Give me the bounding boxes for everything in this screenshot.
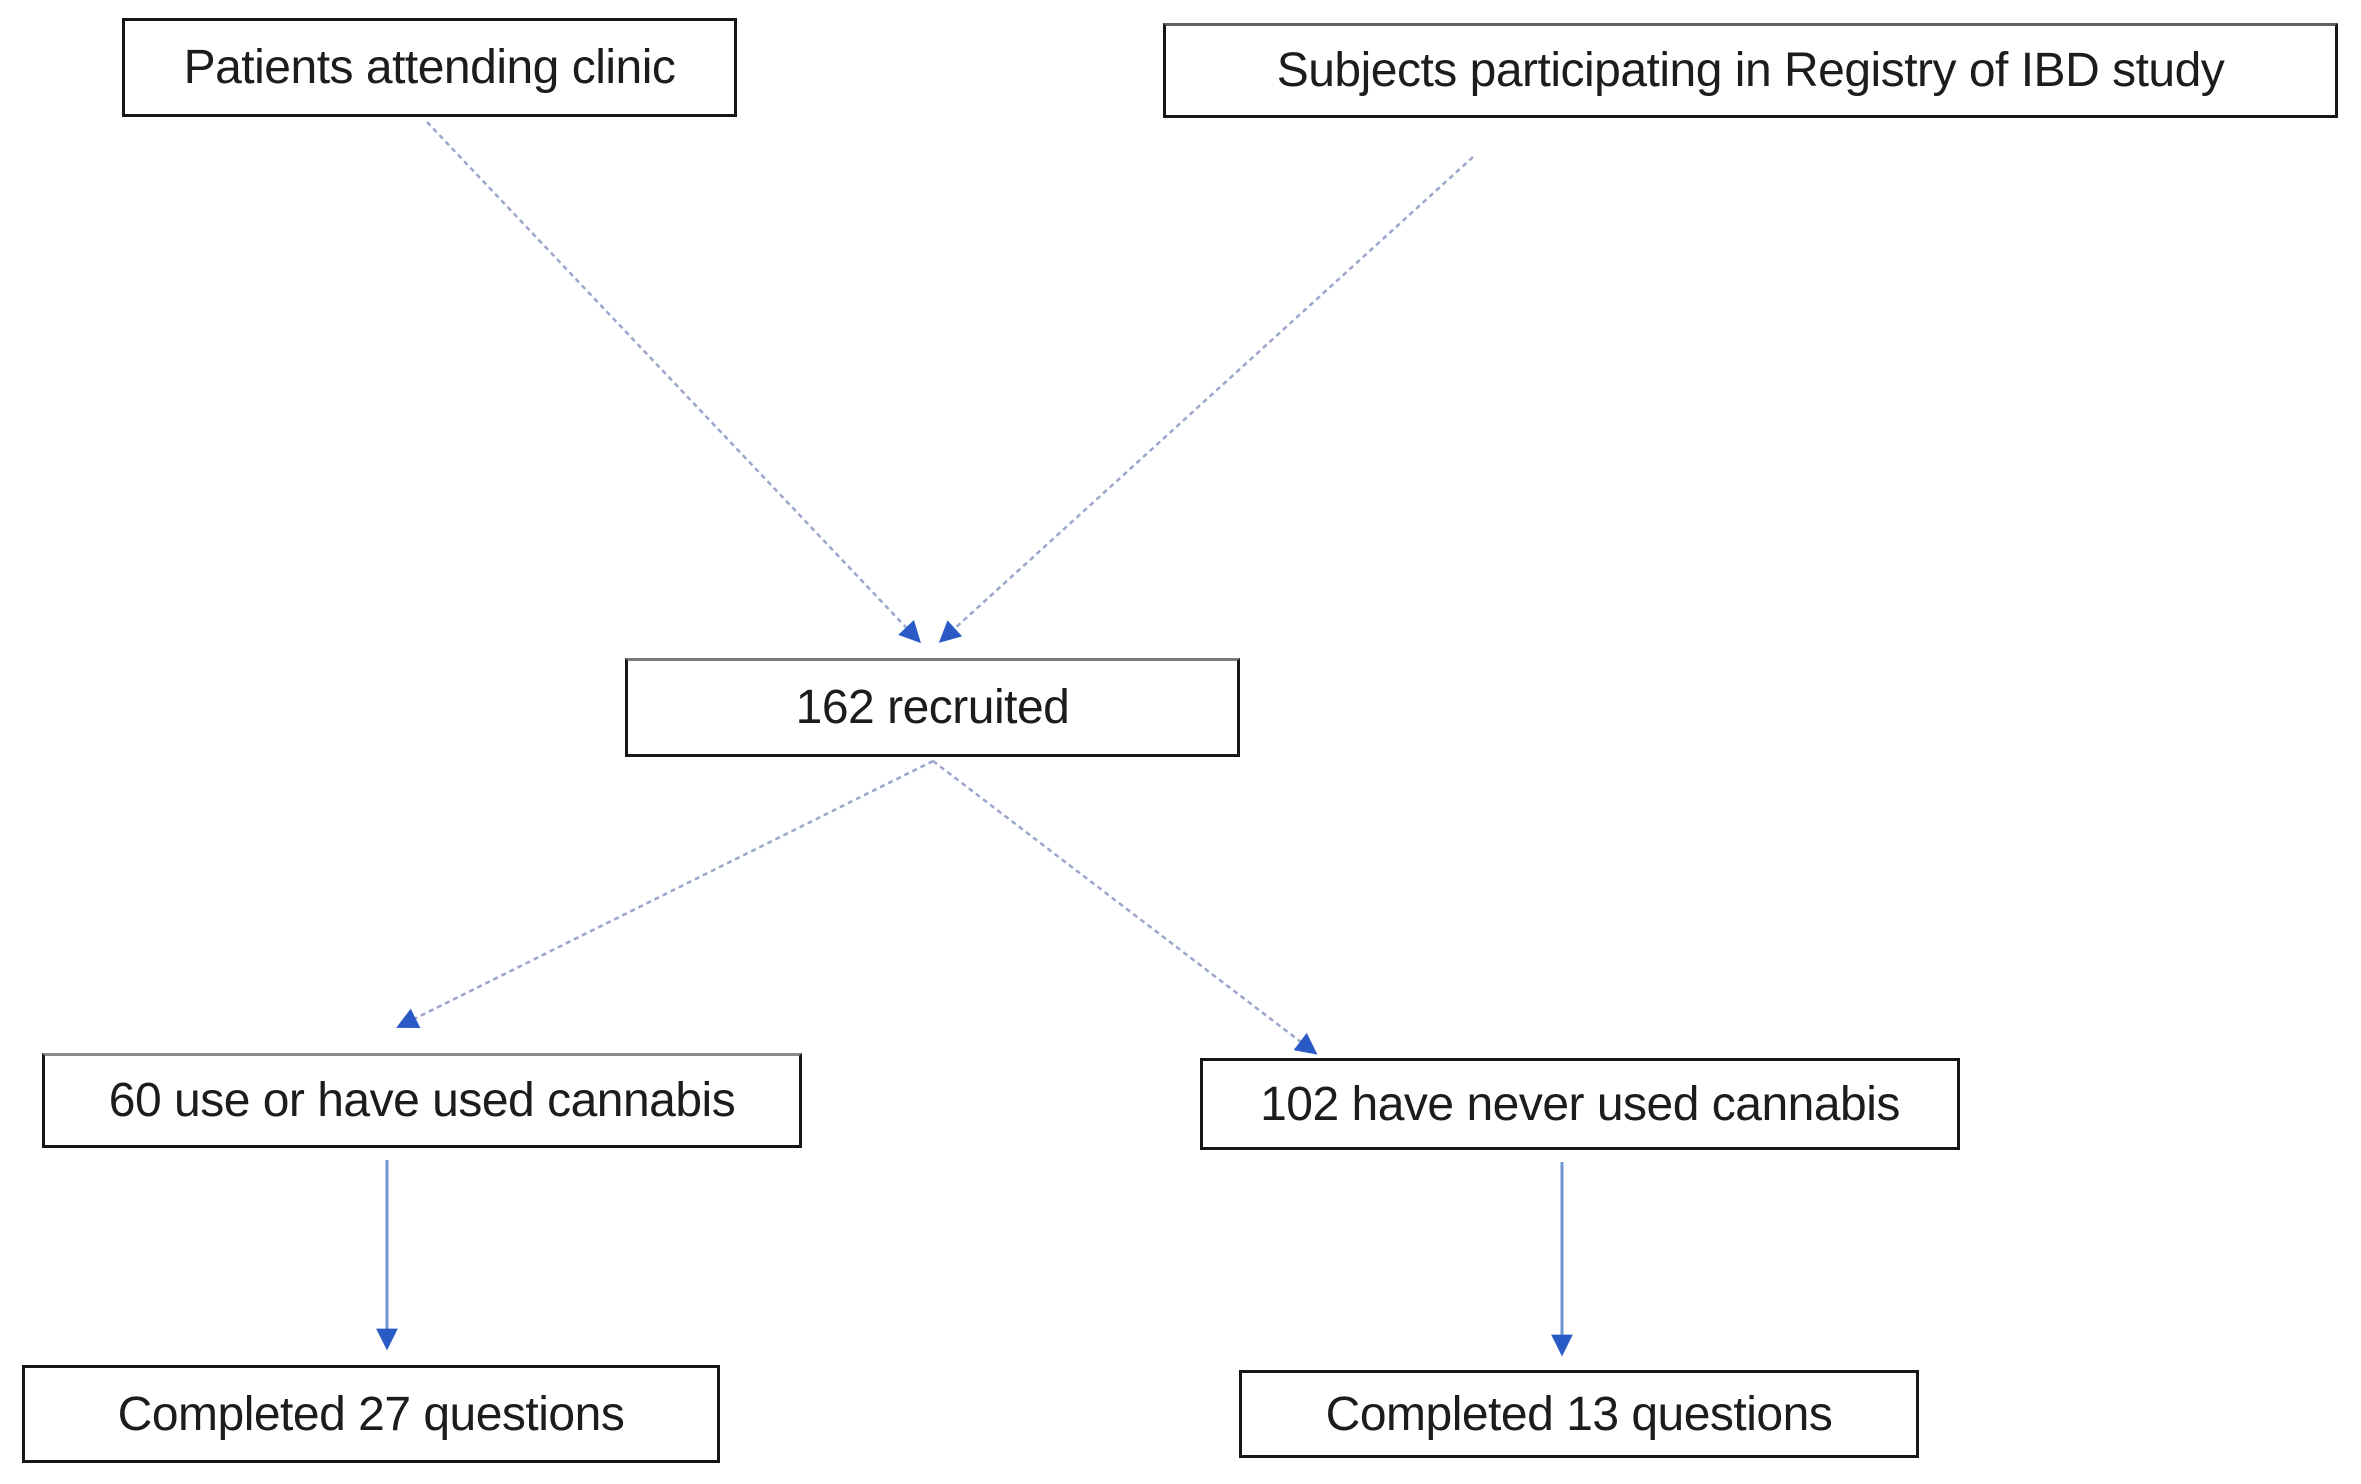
node-recruited-count: 162 recruited [625,658,1240,757]
node-completed-13-questions: Completed 13 questions [1239,1370,1919,1458]
node-registry-ibd-subjects: Subjects participating in Registry of IB… [1163,23,2338,118]
node-label: 102 have never used cannabis [1260,1077,1900,1131]
node-label: Patients attending clinic [183,41,676,94]
node-patients-attending-clinic: Patients attending clinic [122,18,737,117]
node-completed-27-questions: Completed 27 questions [22,1365,720,1463]
edge-recruited-to-never-users [932,760,1318,1055]
node-label: Completed 27 questions [117,1387,625,1441]
edge-clinic-to-recruited [426,121,921,644]
edge-recruited-to-cannabis-users [396,759,934,1028]
node-label: 60 use or have used cannabis [108,1074,736,1127]
node-label: 162 recruited [795,681,1070,734]
node-label: Completed 13 questions [1325,1387,1833,1441]
node-never-used-cannabis: 102 have never used cannabis [1200,1058,1960,1150]
node-cannabis-users: 60 use or have used cannabis [42,1053,802,1148]
node-label: Subjects participating in Registry of IB… [1276,44,2225,97]
edge-registry-to-recruited [938,156,1474,643]
